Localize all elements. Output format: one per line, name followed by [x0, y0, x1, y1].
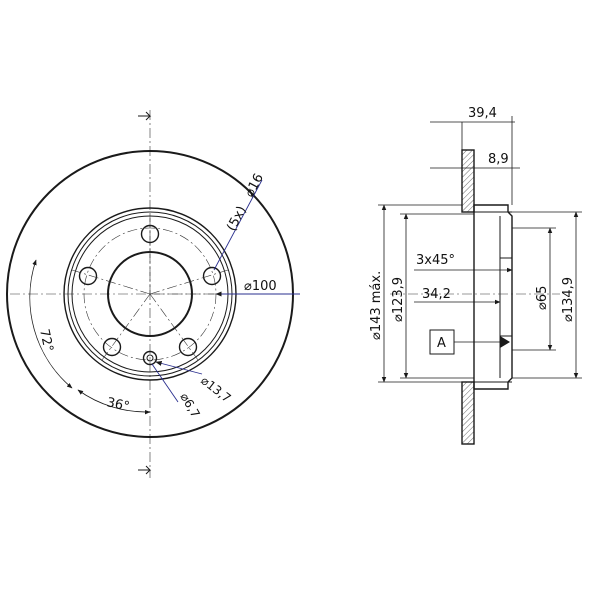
hub-depth-label: 34,2 — [422, 287, 451, 302]
section-mark-bottom — [138, 465, 152, 475]
disc-plate-bottom — [461, 381, 475, 445]
angle-72-label: 72° — [36, 328, 55, 354]
bore-dia-label: ⌀65 — [535, 286, 550, 310]
radial-lines — [71, 215, 232, 361]
outer-dia-label: ⌀143 máx. — [369, 271, 384, 340]
datum-triangle — [500, 336, 510, 348]
pin-hole-inner — [146, 354, 154, 362]
bolt-hole — [178, 337, 198, 357]
bolt-hole — [102, 337, 122, 357]
pin-hole-dia-b-label: ⌀6,7 — [177, 391, 202, 421]
bolt-circle-label: ⌀100 — [244, 279, 277, 294]
datum-label: A — [437, 336, 446, 351]
bolt-hole — [202, 266, 222, 286]
side-view: 39,4 8,9 ⌀143 máx. ⌀123,9 3x45° 34,2 A ⌀… — [369, 106, 582, 445]
angle-36-arc — [77, 389, 151, 415]
section-mark-top — [138, 111, 152, 121]
total-height-label: 39,4 — [468, 106, 497, 121]
bolt-hole-dia-label: ⌀16 — [242, 171, 267, 200]
pin-hole — [142, 350, 158, 366]
hat-profile — [473, 204, 513, 390]
pin-hole-dia-a-label: ⌀13,7 — [198, 373, 233, 405]
inner-dia-label: ⌀134,9 — [561, 277, 576, 322]
angle-72-arc — [29, 259, 73, 389]
disc-plate-top — [461, 149, 475, 213]
bolt-holes — [78, 224, 222, 357]
bolt-count-label: (5x) — [224, 204, 250, 234]
disc-thickness-label: 8,9 — [488, 152, 509, 167]
angle-36-label: 36° — [105, 395, 131, 414]
pin-hole-leader-b — [151, 363, 179, 403]
pin-hole-leader-a — [155, 360, 203, 375]
hat-dia-label: ⌀123,9 — [391, 277, 406, 322]
bolt-hole-leader — [213, 179, 263, 271]
front-view: 72° 36° (5x) ⌀16 ⌀100 ⌀13,7 ⌀6,7 — [6, 110, 300, 478]
chamfer-label: 3x45° — [416, 253, 455, 268]
bolt-hole — [78, 266, 98, 286]
